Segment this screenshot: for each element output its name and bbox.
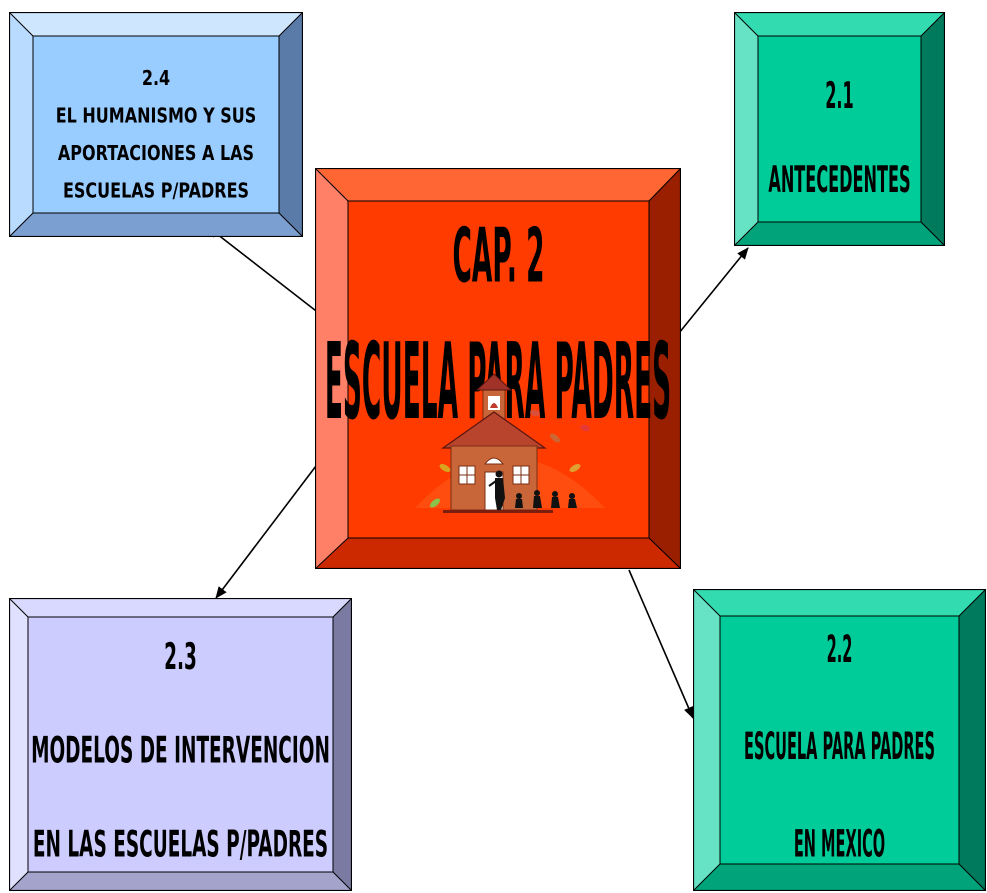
box-2-4-line-2: APORTACIONES A LAS <box>57 141 255 165</box>
topic-box-2-1: 2.1 ANTECEDENTES <box>734 12 945 246</box>
box-2-1-line-1: ANTECEDENTES <box>768 160 911 202</box>
box-frame <box>9 12 303 237</box>
box-frame <box>693 589 986 891</box>
box-2-1-text: 2.1 ANTECEDENTES <box>768 48 910 230</box>
box-2-2-text: 2.2 ESCUELA PARA PADRES EN MEXICO <box>744 612 935 882</box>
topic-box-2-2: 2.2 ESCUELA PARA PADRES EN MEXICO <box>693 589 986 891</box>
arrow-to-2-1 <box>678 247 749 334</box>
box-2-4-text: 2.4 EL HUMANISMO Y SUS APORTACIONES A LA… <box>33 41 279 229</box>
arrow-to-2-2 <box>628 569 694 719</box>
arrow-to-2-3 <box>215 461 320 599</box>
topic-box-2-4: 2.4 EL HUMANISMO Y SUS APORTACIONES A LA… <box>9 12 303 237</box>
box-2-1-number: 2.1 <box>825 76 854 118</box>
box-2-4-line-1: EL HUMANISMO Y SUS <box>55 103 257 128</box>
schoolhouse-with-children-icon <box>415 373 605 513</box>
box-2-4-line-3: ESCUELAS P/PADRES <box>62 178 250 203</box>
box-2-3-number: 2.3 <box>164 635 197 679</box>
central-topic-box: CAP. 2 ESCUELA PARA PADRES <box>315 168 681 569</box>
box-2-2-line-2: EN MEXICO <box>793 821 886 866</box>
box-frame <box>9 598 352 891</box>
topic-box-2-3: 2.3 MODELOS DE INTERVENCION EN LAS ESCUE… <box>9 598 352 891</box>
box-2-2-line-1: ESCUELA PARA PADRES <box>744 724 935 769</box>
center-title: CAP. 2 <box>408 188 589 324</box>
box-2-3-text: 2.3 MODELOS DE INTERVENCION EN LAS ESCUE… <box>31 615 330 888</box>
arrow-to-2-4 <box>207 226 321 315</box>
box-2-4-number: 2.4 <box>141 66 171 90</box>
box-2-3-line-1: MODELOS DE INTERVENCION <box>31 728 330 772</box>
box-2-2-number: 2.2 <box>826 626 853 672</box>
center-title-text: CAP. 2 <box>452 212 545 300</box>
box-frame <box>734 12 945 246</box>
box-2-3-line-2: EN LAS ESCUELAS P/PADRES <box>32 822 329 866</box>
